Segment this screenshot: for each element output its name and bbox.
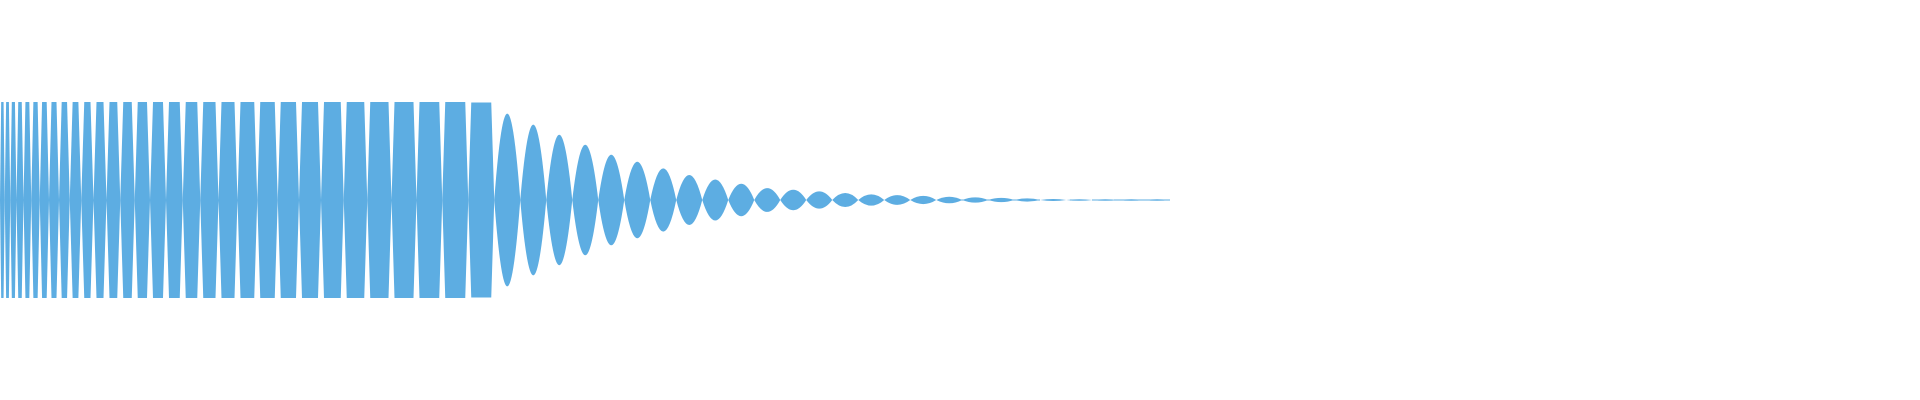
waveform-lobe	[39, 102, 49, 298]
waveform-lobe	[962, 197, 989, 203]
waveform-lobe	[10, 102, 17, 298]
waveform-lobe	[858, 194, 885, 206]
waveform-lobe	[468, 102, 495, 298]
waveform-lobe	[780, 189, 807, 211]
waveform-lobe	[520, 124, 547, 276]
waveform-lobe	[832, 192, 859, 208]
waveform-lobe	[343, 102, 368, 298]
waveform-lobe	[0, 102, 5, 298]
waveform-lobe	[23, 102, 32, 298]
waveform-lobe	[676, 175, 703, 225]
waveform-lobe	[884, 195, 911, 205]
waveform-lobe	[988, 197, 1015, 203]
waveform-lobe	[572, 144, 599, 256]
waveform-lobe	[237, 102, 258, 298]
waveform-lobe	[49, 102, 59, 298]
waveform-lobe	[416, 102, 443, 298]
waveform-lobes	[0, 102, 1170, 298]
waveform-lobe	[299, 102, 321, 298]
waveform-lobe	[59, 102, 70, 298]
waveform-lobe	[754, 188, 781, 212]
waveform-lobe	[4, 102, 11, 298]
waveform-lobe	[442, 102, 469, 298]
waveform-lobe	[16, 102, 24, 298]
waveform-lobe	[702, 179, 729, 221]
waveform-lobe	[81, 102, 94, 298]
waveform-lobe	[494, 113, 521, 287]
waveform-lobe	[806, 191, 833, 209]
waveform-lobe	[120, 102, 135, 298]
waveform-lobe	[624, 161, 651, 239]
waveform-lobe	[182, 102, 201, 298]
waveform-lobe	[69, 102, 82, 298]
waveform-lobe	[391, 102, 417, 298]
waveform-lobe	[31, 102, 40, 298]
waveform-lobe	[150, 102, 166, 298]
waveform-lobe	[218, 102, 238, 298]
waveform-lobe	[546, 134, 573, 266]
waveform-lobe	[257, 102, 278, 298]
waveform-lobe	[598, 154, 625, 246]
waveform-lobe	[910, 195, 937, 205]
waveform-lobe	[106, 102, 121, 298]
waveform-lobe	[321, 102, 344, 298]
waveform-lobe	[200, 102, 219, 298]
waveform-lobe	[134, 102, 150, 298]
waveform-lobe	[367, 102, 392, 298]
waveform-lobe	[93, 102, 107, 298]
waveform-lobe	[650, 168, 677, 232]
waveform-lobe	[936, 196, 963, 204]
waveform-lobe	[728, 183, 755, 217]
waveform-lobe	[166, 102, 183, 298]
waveform-lobe	[277, 102, 299, 298]
